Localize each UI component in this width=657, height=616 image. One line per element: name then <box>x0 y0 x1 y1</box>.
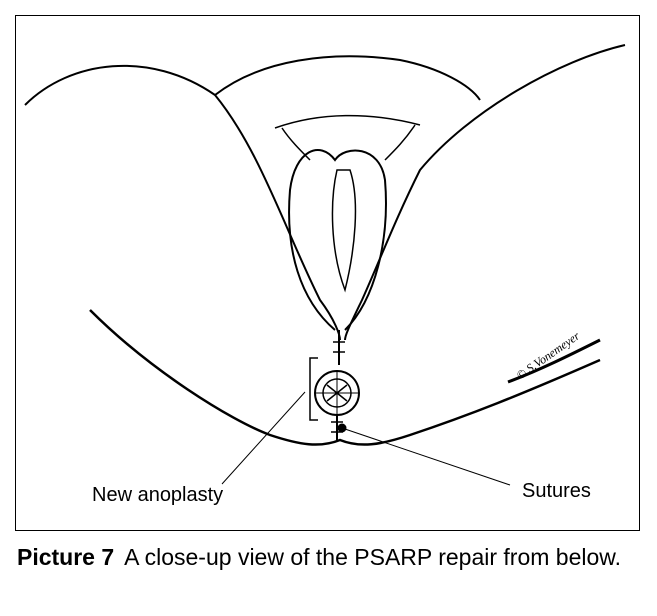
caption-text: A close-up view of the PSARP repair from… <box>124 544 622 570</box>
figure-caption: Picture 7 A close-up view of the PSARP re… <box>17 542 657 573</box>
artist-signature: © S.Vonemeyer <box>514 328 583 382</box>
illustration-frame <box>15 15 640 531</box>
caption-number: Picture 7 <box>17 544 115 570</box>
sutures-label: Sutures <box>522 480 591 502</box>
psarp-illustration: © S.Vonemeyer <box>24 44 626 486</box>
new-anoplasty-label: New anoplasty <box>92 484 224 506</box>
